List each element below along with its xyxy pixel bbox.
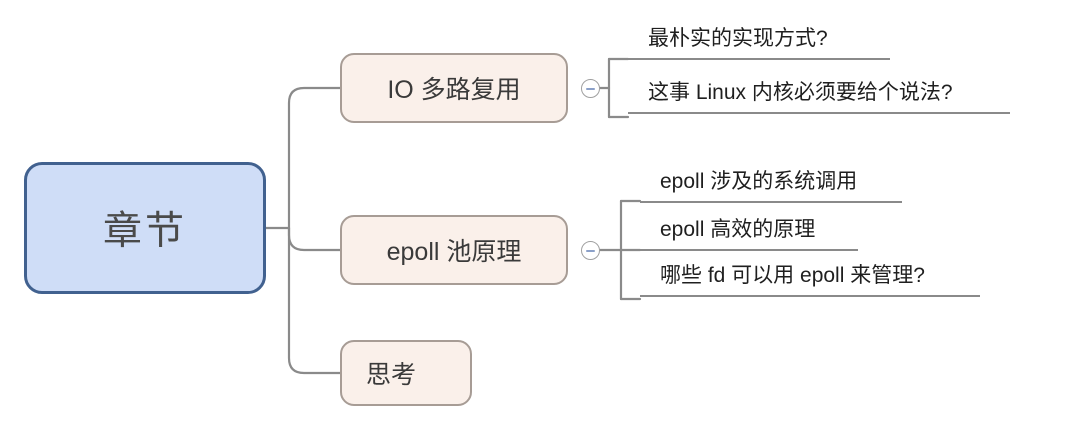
leaf-node-epoll-3[interactable]: 哪些 fd 可以用 epoll 来管理? <box>640 259 980 297</box>
branch-node-label: IO 多路复用 <box>387 76 521 104</box>
edge-trunk-to-io <box>287 86 342 230</box>
leaf-node-epoll-1[interactable]: epoll 涉及的系统调用 <box>640 165 902 203</box>
branch-node-label: epoll 池原理 <box>386 238 522 266</box>
leaf-node-io-1[interactable]: 最朴实的实现方式? <box>628 22 890 60</box>
branch-node-thinking[interactable]: 思考 <box>340 340 472 406</box>
branch-node-label: 思考 <box>366 361 417 389</box>
branch-node-epoll-pool-principle[interactable]: epoll 池原理 <box>340 215 568 285</box>
collapse-toggle-epoll-pool-principle[interactable] <box>581 241 600 260</box>
branch-node-io-multiplexing[interactable]: IO 多路复用 <box>340 53 568 123</box>
leaf-node-io-2[interactable]: 这事 Linux 内核必须要给个说法? <box>628 76 1010 114</box>
collapse-toggle-io-multiplexing[interactable] <box>581 79 600 98</box>
root-node-label: 章节 <box>102 210 187 253</box>
edge-trunk-to-think <box>287 226 342 375</box>
edge-trunk-to-epoll <box>287 226 342 252</box>
root-node-chapters[interactable]: 章节 <box>24 162 266 294</box>
leaf-node-epoll-2[interactable]: epoll 高效的原理 <box>640 213 858 251</box>
